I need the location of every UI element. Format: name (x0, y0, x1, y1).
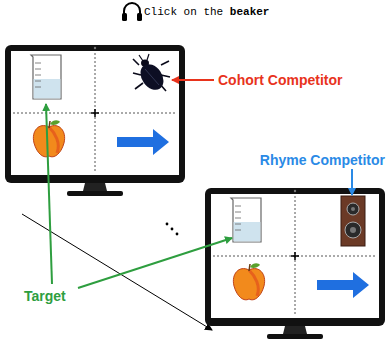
ellipsis-dots (166, 223, 179, 236)
cohort-leader (172, 79, 214, 81)
target-leader-2 (78, 238, 232, 288)
target-leader-1 (46, 104, 52, 284)
headphones-icon (122, 3, 142, 21)
instruction-text: Click on the (144, 6, 223, 18)
instruction-target-word: beaker (230, 6, 270, 18)
instruction-line: Click on the beaker (144, 5, 269, 19)
beetle-icon (133, 54, 170, 94)
speaker-icon (341, 196, 365, 246)
rhyme-label: Rhyme Competitor (260, 152, 385, 168)
rhyme-leader (351, 169, 353, 195)
monitor-1 (5, 45, 185, 196)
target-label: Target (24, 288, 66, 304)
cohort-label: Cohort Competitor (218, 72, 342, 88)
monitor-2 (205, 188, 385, 339)
